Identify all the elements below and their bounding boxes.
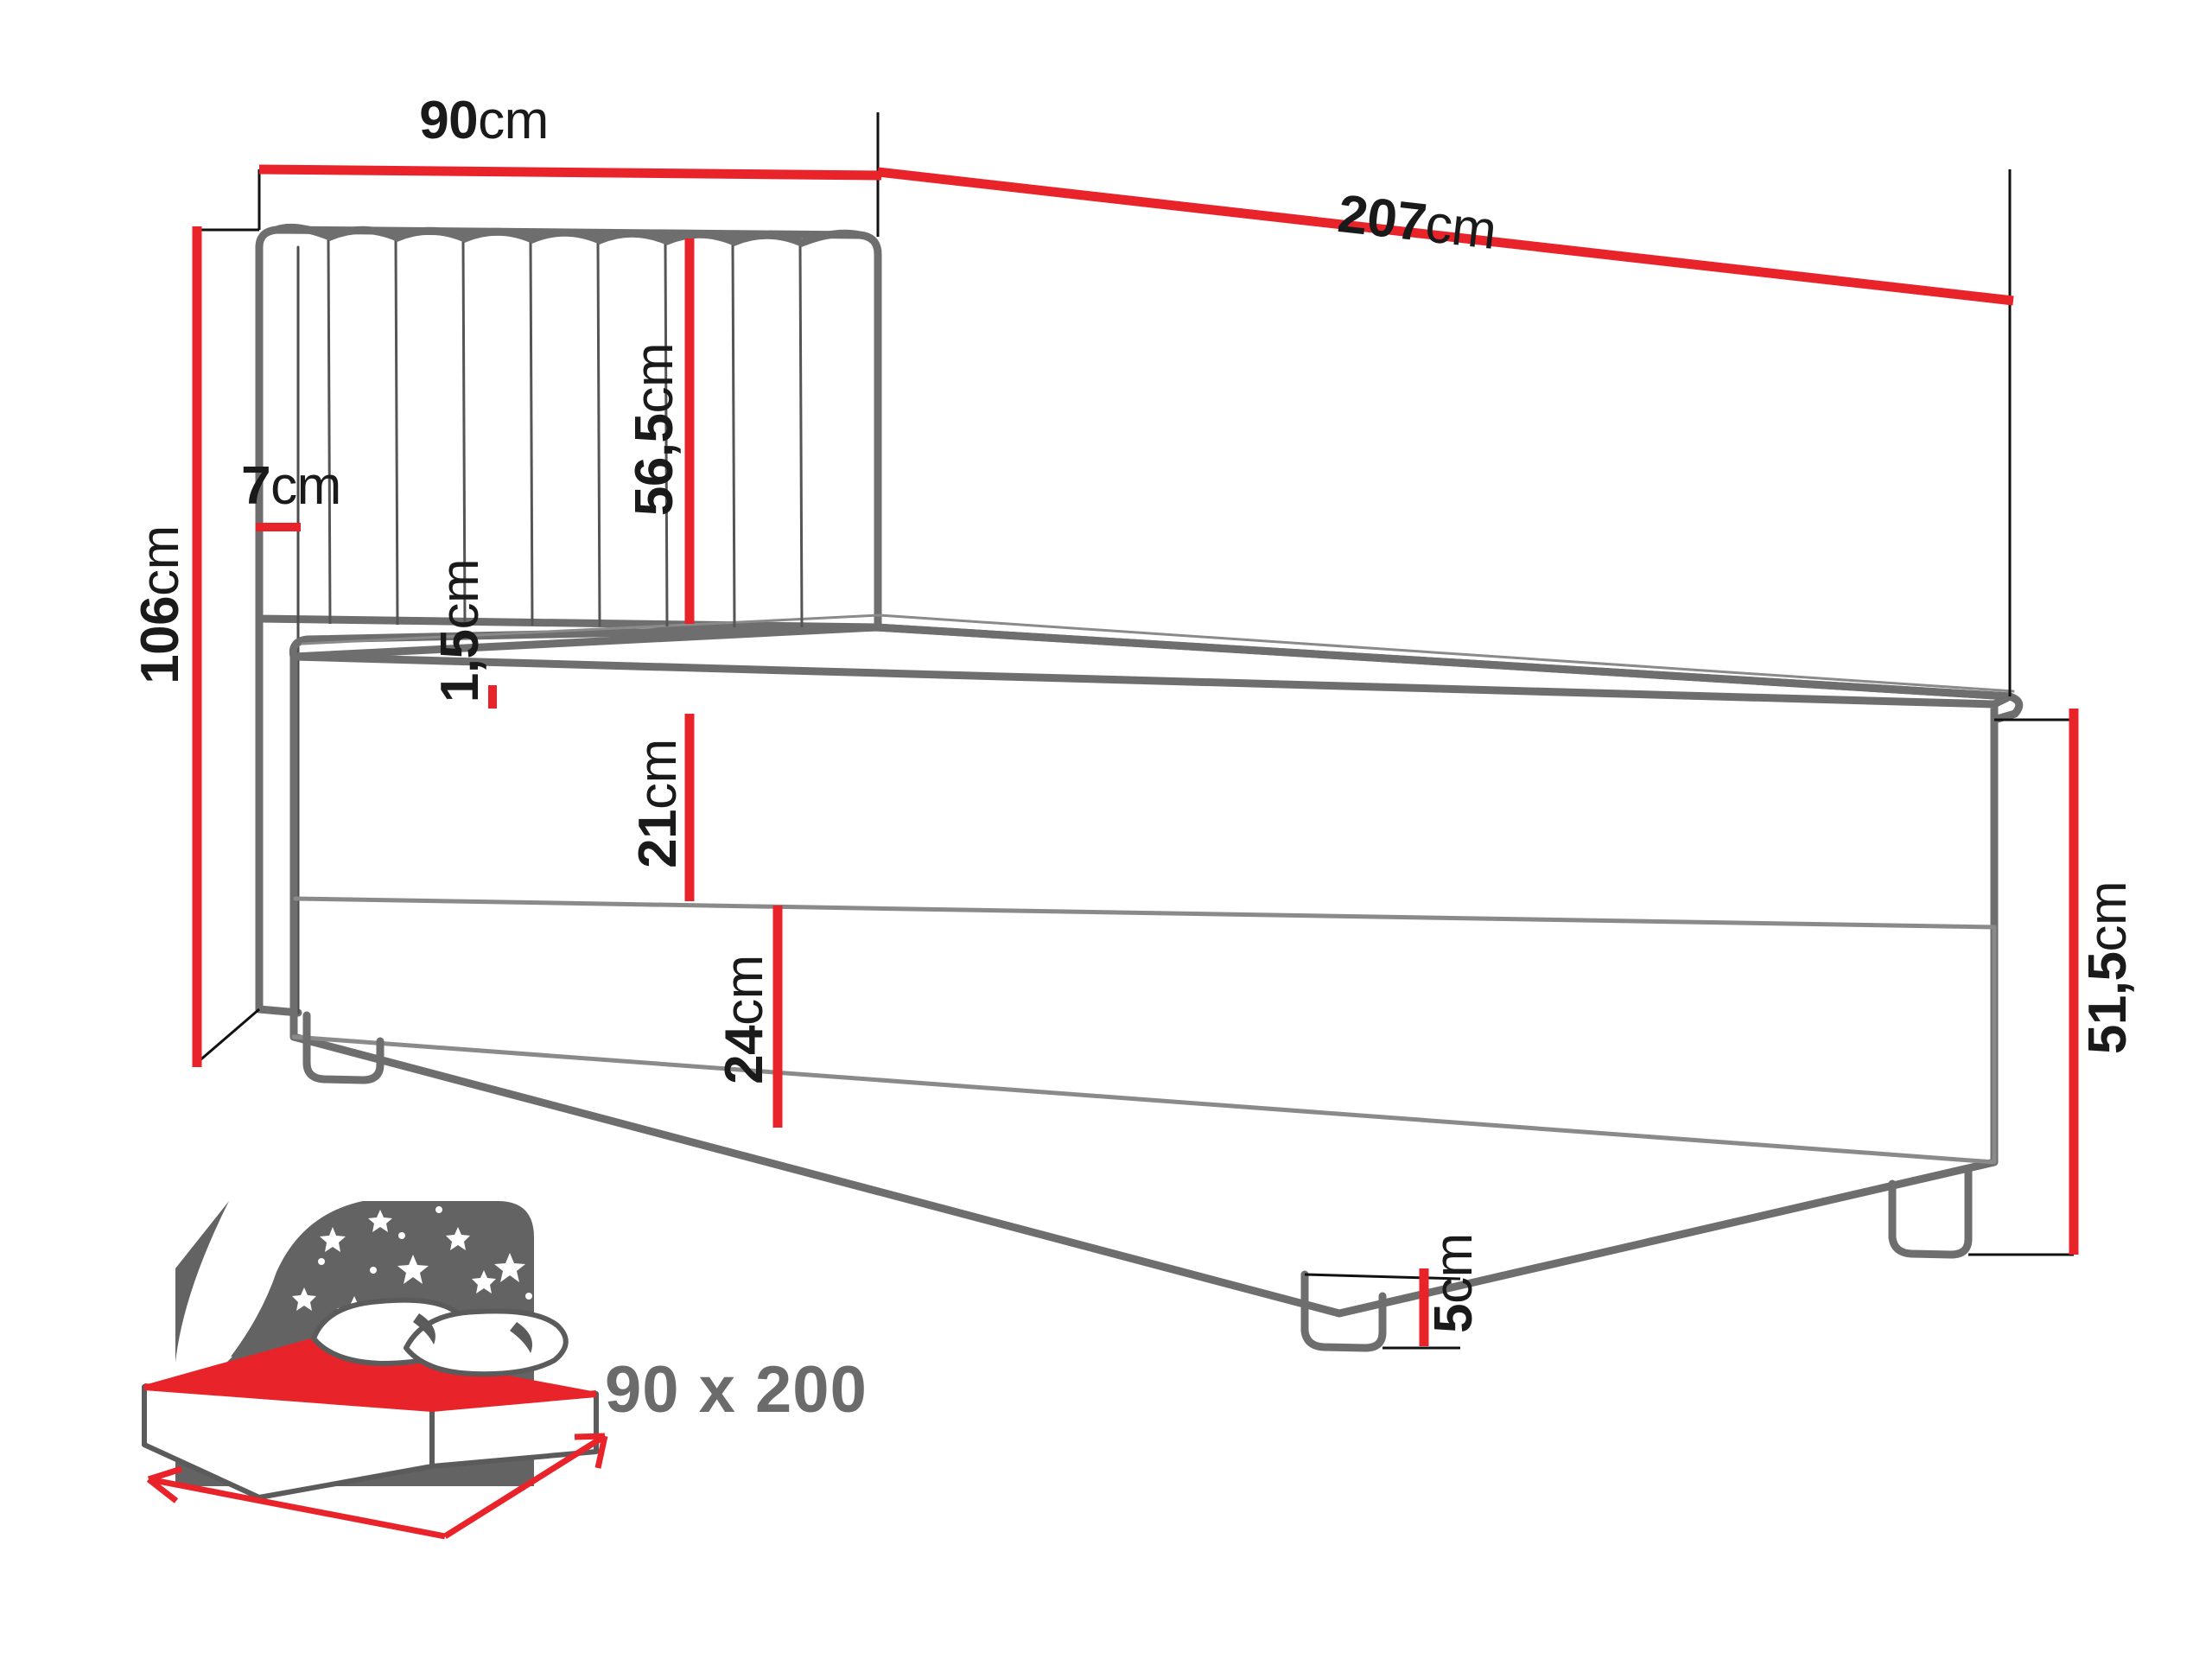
label-106cm: 106cm: [130, 525, 190, 684]
label-7cm: 7cm: [241, 460, 341, 513]
label-515cm-unit: cm: [2078, 880, 2138, 952]
right-end-top: [1990, 692, 2014, 709]
label-mattress-size: 90 x 200: [605, 1353, 868, 1427]
headboard-channels: [327, 238, 804, 628]
label-106cm-unit: cm: [130, 525, 190, 596]
label-15cm: 1,5cm: [430, 559, 490, 702]
label-207cm-value: 207: [1334, 183, 1429, 253]
label-5cm: 5cm: [1424, 1233, 1484, 1333]
label-5cm-value: 5: [1424, 1303, 1484, 1333]
mattress-top-back-edge: [872, 623, 2014, 701]
leg-front-middle: [1300, 1270, 1387, 1352]
leg-right: [1888, 1166, 1973, 1259]
leg-front-left: [302, 1011, 385, 1084]
label-90cm-value: 90: [419, 91, 479, 150]
mattress-dimension-arrows: [146, 1433, 608, 1540]
dimline-207cm: [877, 167, 2014, 306]
label-565cm: 56,5cm: [625, 342, 684, 517]
label-21cm-value: 21: [628, 809, 688, 868]
mattress-base-seam: [293, 896, 1997, 930]
pillow-creases: [413, 1313, 532, 1353]
mattress-top-highlight: [301, 613, 2015, 693]
label-565cm-unit: cm: [625, 342, 684, 414]
label-515cm: 51,5cm: [2078, 881, 2138, 1054]
label-565cm-value: 56,5: [625, 413, 684, 517]
base-bottom-seam: [291, 1034, 1997, 1165]
label-106cm-value: 106: [130, 595, 190, 684]
label-90cm-unit: cm: [478, 91, 549, 150]
bed-base-body: [289, 652, 1999, 1318]
label-21cm: 21cm: [628, 739, 688, 868]
label-5cm-unit: cm: [1424, 1233, 1484, 1304]
label-24cm: 24cm: [715, 955, 774, 1084]
label-24cm-value: 24: [715, 1025, 774, 1084]
label-90cm: 90cm: [419, 94, 549, 148]
label-7cm-value: 7: [241, 456, 271, 516]
dimline-90cm: [258, 164, 882, 181]
label-21cm-unit: cm: [628, 739, 688, 810]
label-15cm-value: 1,5: [430, 629, 490, 703]
label-15cm-unit: cm: [430, 558, 490, 630]
label-7cm-unit: cm: [270, 456, 341, 516]
label-24cm-unit: cm: [715, 955, 774, 1026]
mattress-top-left-edge: [289, 623, 880, 661]
mattress-top-edge: [143, 1383, 597, 1413]
label-515cm-value: 51,5: [2078, 951, 2138, 1055]
label-207cm-unit: cm: [1422, 194, 1500, 262]
pillows: [311, 1297, 569, 1377]
headboard-scallop-top: [272, 223, 864, 247]
